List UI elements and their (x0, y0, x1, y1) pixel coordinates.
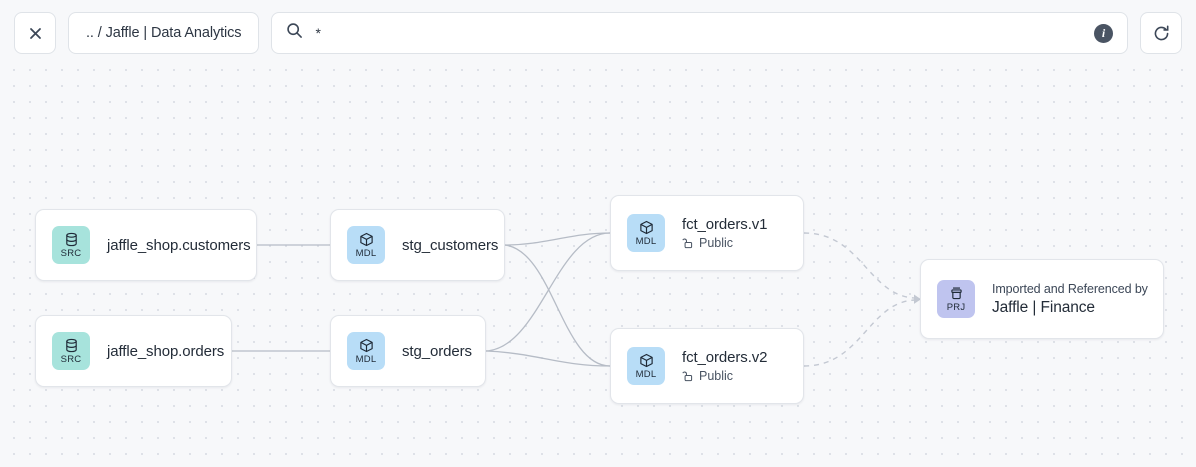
node-fct-orders-v1[interactable]: MDL fct_orders.v1 Public (610, 195, 804, 271)
database-icon (64, 338, 79, 353)
archive-icon (949, 286, 964, 301)
badge-label: MDL (355, 353, 377, 365)
search-icon (286, 22, 303, 44)
node-body: jaffle_shop.orders (107, 342, 225, 360)
node-body: Imported and Referenced by Jaffle | Fina… (992, 281, 1148, 317)
node-title: Jaffle | Finance (992, 298, 1095, 316)
close-button[interactable] (14, 12, 56, 54)
refresh-icon (1152, 24, 1171, 43)
node-stg-customers[interactable]: MDL stg_customers (330, 209, 505, 281)
badge-label: SRC (60, 353, 82, 365)
node-title: jaffle_shop.customers (107, 236, 251, 254)
database-icon (64, 232, 79, 247)
cube-icon (639, 220, 654, 235)
unlock-icon (682, 370, 694, 382)
refresh-button[interactable] (1140, 12, 1182, 54)
node-body: fct_orders.v2 Public (682, 349, 768, 383)
badge-mdl: MDL (627, 347, 665, 385)
cube-icon (639, 353, 654, 368)
cube-icon (359, 338, 374, 353)
badge-mdl: MDL (347, 226, 385, 264)
badge-label: MDL (355, 247, 377, 259)
node-title: stg_customers (402, 236, 499, 254)
edge-stgcustomers-fctv1 (504, 232, 611, 246)
node-title: jaffle_shop.orders (107, 342, 225, 360)
info-icon[interactable]: i (1094, 23, 1113, 43)
badge-label: MDL (635, 368, 657, 380)
badge-prj: PRJ (937, 280, 975, 318)
cube-icon (359, 232, 374, 247)
badge-label: MDL (635, 235, 657, 247)
access-label: Public (699, 369, 734, 383)
edge-stgorders-fctv2 (485, 350, 611, 367)
breadcrumb[interactable]: .. / Jaffle | Data Analytics (68, 12, 260, 54)
node-access: Public (682, 369, 767, 383)
node-subtitle: Imported and Referenced by (992, 281, 1148, 296)
node-jaffle-finance-project[interactable]: PRJ Imported and Referenced by Jaffle | … (920, 259, 1164, 339)
node-access: Public (682, 236, 767, 250)
search-input[interactable] (315, 13, 1082, 53)
search-bar[interactable]: i (271, 12, 1128, 54)
badge-src: SRC (52, 226, 90, 264)
badge-mdl: MDL (627, 214, 665, 252)
node-body: jaffle_shop.customers (107, 236, 251, 254)
access-label: Public (699, 236, 734, 250)
node-fct-orders-v2[interactable]: MDL fct_orders.v2 Public (610, 328, 804, 404)
node-title: fct_orders.v1 (682, 216, 768, 233)
badge-label: PRJ (946, 301, 966, 313)
node-body: fct_orders.v1 Public (682, 216, 768, 250)
unlock-icon (682, 237, 694, 249)
edge-stgcustomers-fctv2 (504, 244, 611, 367)
edge-fctv1-project (803, 232, 916, 299)
node-jaffle-shop-orders[interactable]: SRC jaffle_shop.orders (35, 315, 232, 387)
graph-canvas[interactable]: SRC jaffle_shop.customers SRC jaffle_sh (0, 56, 1196, 467)
node-jaffle-shop-customers[interactable]: SRC jaffle_shop.customers (35, 209, 257, 281)
node-stg-orders[interactable]: MDL stg_orders (330, 315, 486, 387)
node-body: stg_customers (402, 236, 499, 254)
badge-label: SRC (60, 247, 82, 259)
toolbar: .. / Jaffle | Data Analytics i (0, 0, 1196, 66)
close-icon (28, 26, 43, 41)
node-body: stg_orders (402, 342, 472, 360)
node-title: fct_orders.v2 (682, 349, 768, 366)
badge-src: SRC (52, 332, 90, 370)
badge-mdl: MDL (347, 332, 385, 370)
edge-fctv2-project (803, 299, 916, 367)
node-title: stg_orders (402, 342, 472, 360)
